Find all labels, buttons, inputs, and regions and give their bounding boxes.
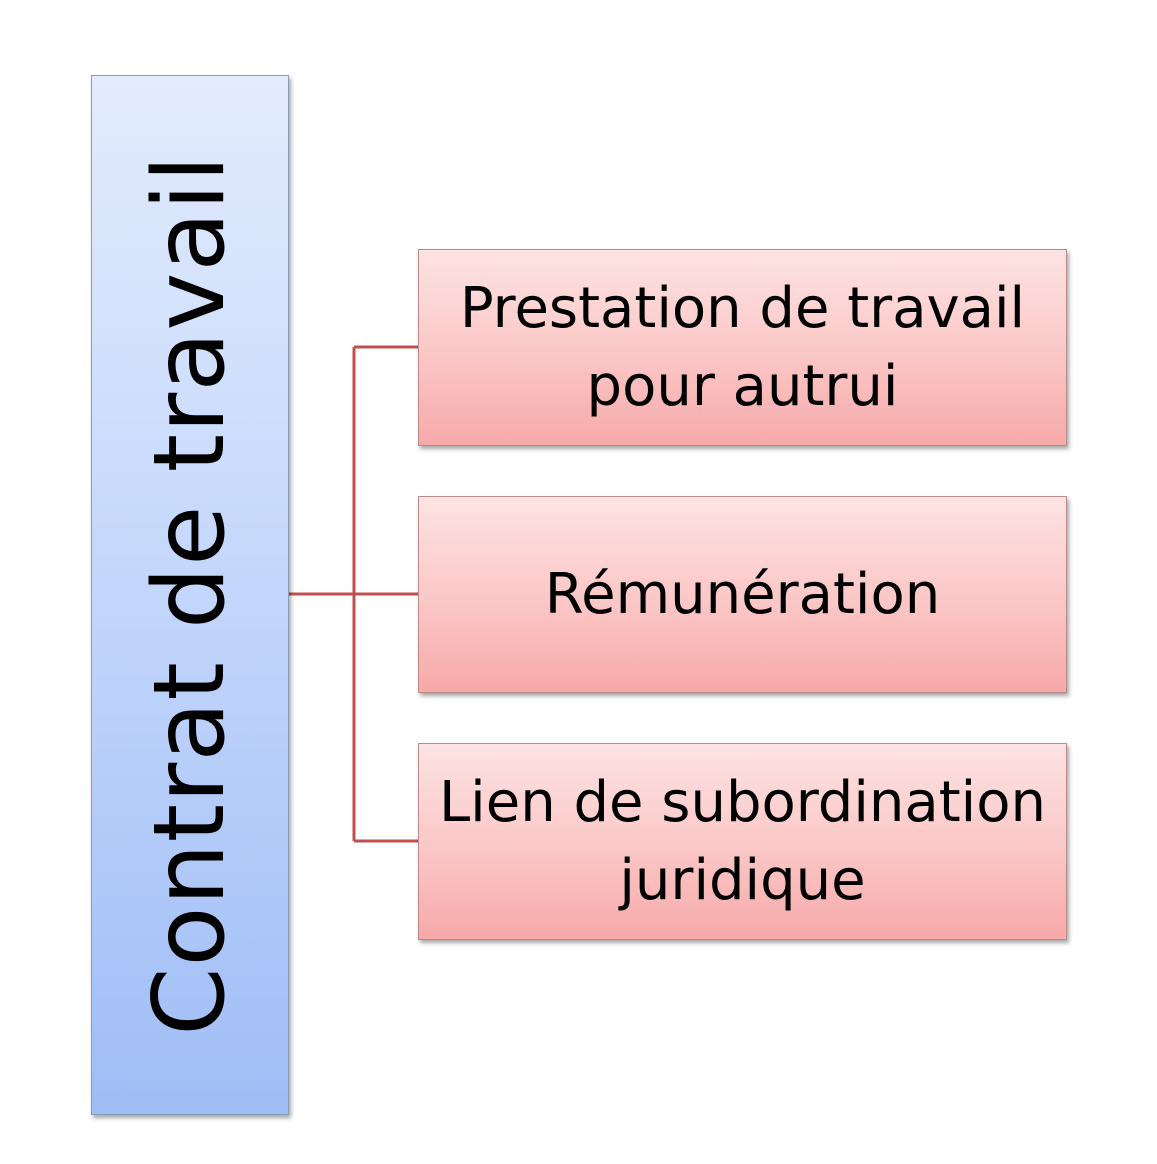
child-node-label: Rémunération <box>544 561 941 627</box>
root-node-label: Contrat de travail <box>133 154 247 1036</box>
child-node-subordination: Lien de subordination juridique <box>418 743 1067 940</box>
child-node-label: Lien de subordination juridique <box>438 769 1046 913</box>
child-node-remuneration: Rémunération <box>418 496 1067 693</box>
child-node-label: Prestation de travail pour autrui <box>459 275 1026 419</box>
child-node-prestation: Prestation de travail pour autrui <box>418 249 1067 446</box>
root-node: Contrat de travail <box>91 75 289 1115</box>
